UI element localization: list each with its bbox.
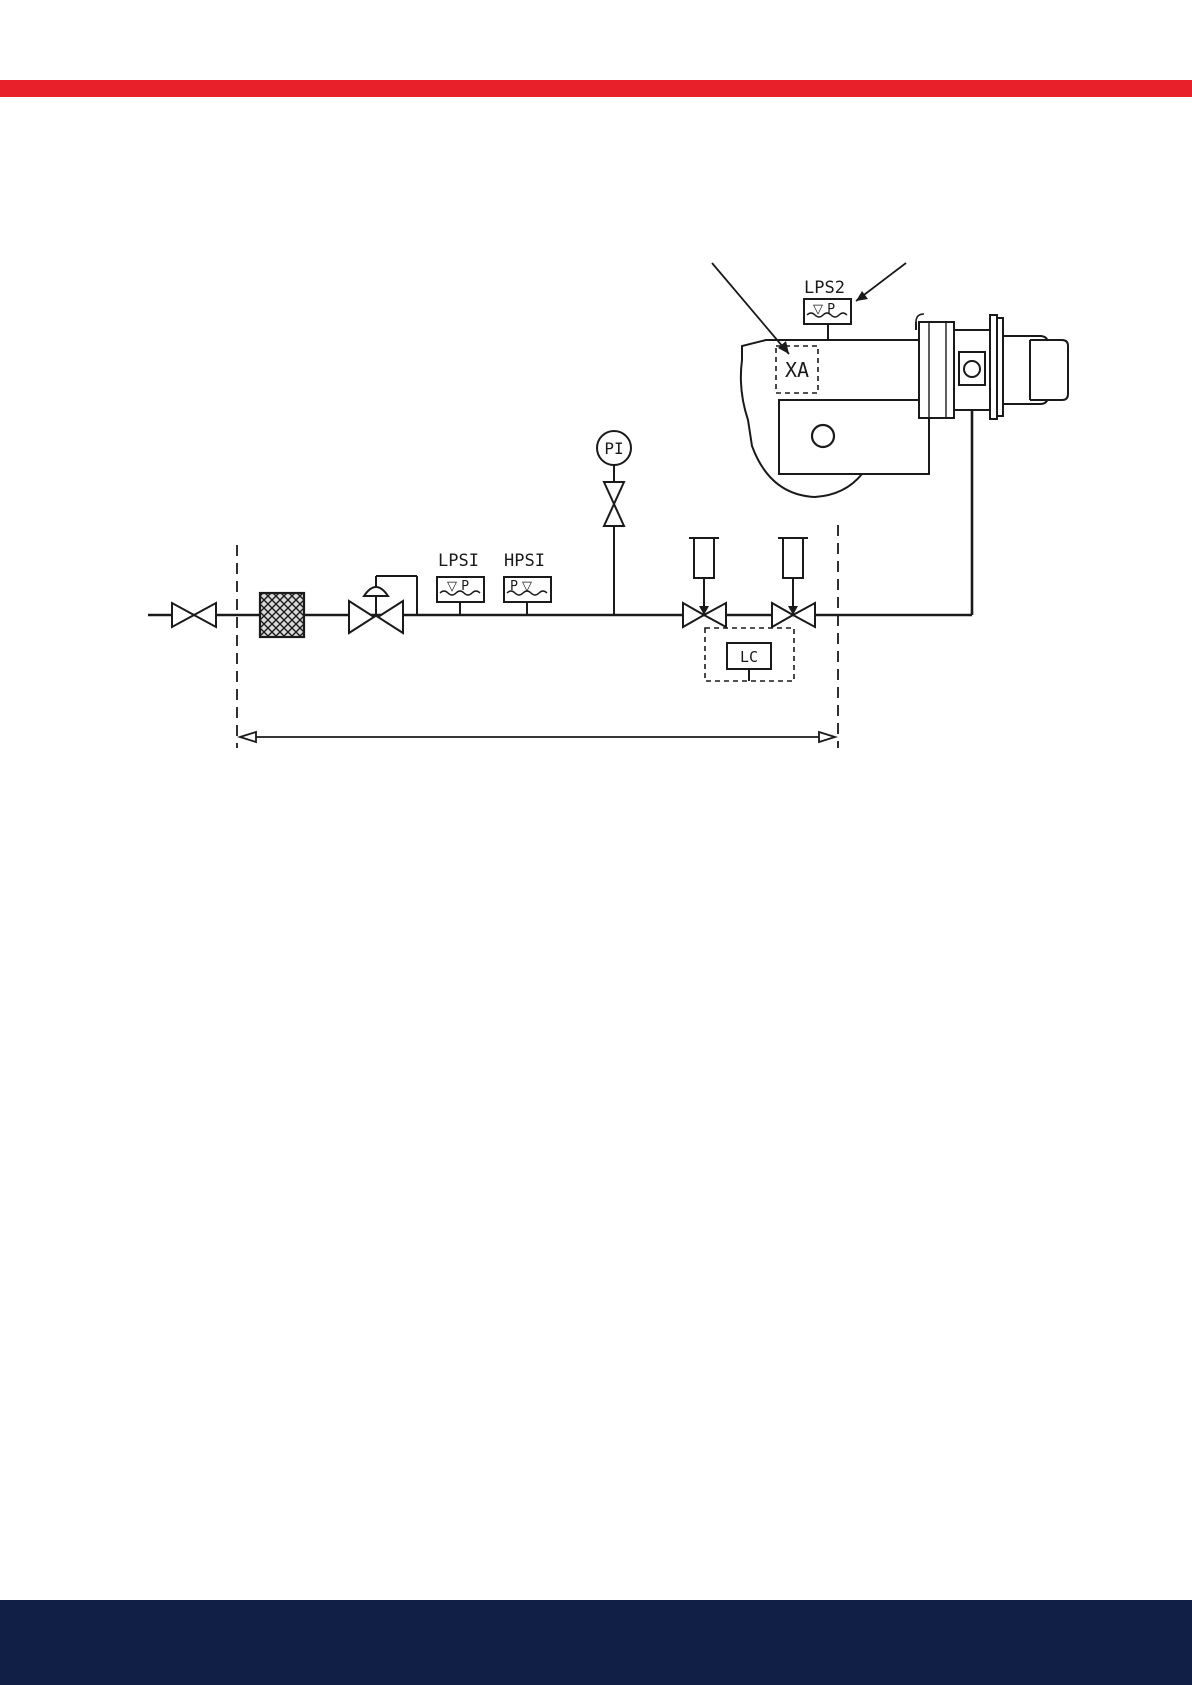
pressure-indicator-branch	[597, 431, 631, 615]
lps2-symbol: ▽ P	[813, 302, 835, 317]
xa-label: XA	[785, 358, 809, 382]
lc-label: LC	[740, 648, 758, 666]
lps1-label: LPSI	[438, 551, 479, 571]
solenoid-valve-2	[772, 538, 815, 627]
burner	[741, 314, 1068, 497]
lps1-symbol: ▽ P	[447, 579, 469, 594]
dimension-arrow	[240, 732, 835, 742]
manual-shutoff-valve	[172, 603, 216, 627]
gas-filter	[260, 593, 304, 637]
solenoid-valve-1	[683, 538, 726, 627]
pressure-regulator	[349, 576, 417, 633]
lps2-label: LPS2	[804, 278, 845, 298]
hps1-symbol: P ▽	[510, 579, 532, 594]
pi-label: PI	[604, 439, 623, 458]
hps1-label: HPSI	[504, 551, 545, 571]
footer-navy-band	[0, 1600, 1192, 1685]
